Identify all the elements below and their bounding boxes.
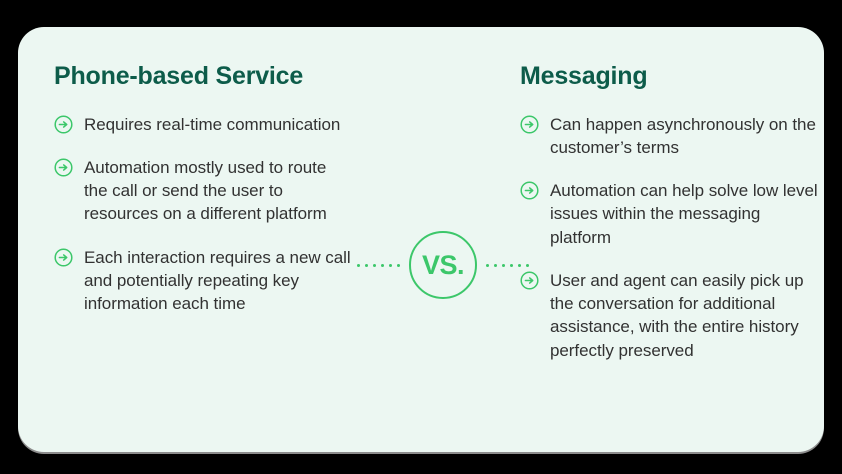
dot [357,263,360,267]
circled-arrow-right-icon [520,114,539,134]
comparison-card: Phone-based Service Requires real-time c… [18,27,824,452]
dot [397,263,400,267]
column-title-right: Messaging [520,62,648,90]
list-item: Each interaction requires a new call and… [54,246,354,316]
dot [486,263,489,267]
vs-circle-icon: VS. [409,231,477,299]
bullet-text: Automation can help solve low level issu… [550,181,818,247]
list-item: Automation can help solve low level issu… [520,179,825,249]
dot [365,263,368,267]
bullet-text: User and agent can easily pick up the co… [550,270,804,360]
list-item: Automation mostly used to route the call… [54,156,354,226]
dot [502,263,505,267]
bullet-list-right: Can happen asynchronously on the custome… [520,113,825,363]
dot [510,263,513,267]
list-item: User and agent can easily pick up the co… [520,269,825,362]
dot [526,263,529,267]
dot [518,263,521,267]
column-phone-based-service: Phone-based Service Requires real-time c… [54,62,354,316]
column-title-left: Phone-based Service [54,62,304,90]
column-messaging: Messaging Can happen asynchronously on t… [520,62,825,363]
bullet-text: Each interaction requires a new call and… [84,247,351,314]
bullet-list-left: Requires real-time communication Automat… [54,113,354,316]
circled-arrow-right-icon [54,114,73,134]
dotted-line-left [357,263,400,267]
circled-arrow-right-icon [54,158,73,177]
list-item: Requires real-time communication [54,113,354,136]
circled-arrow-right-icon [54,248,73,267]
dot [381,263,384,267]
dotted-line-right [486,263,529,267]
circled-arrow-right-icon [520,271,539,290]
circled-arrow-right-icon [520,181,539,200]
vs-divider: VS. [348,230,538,300]
comparison-columns: Phone-based Service Requires real-time c… [18,27,824,452]
vs-label: VS. [421,249,465,280]
bullet-text: Automation mostly used to route the call… [84,157,327,224]
dot [373,263,376,267]
list-item: Can happen asynchronously on the custome… [520,113,825,160]
bullet-text: Can happen asynchronously on the custome… [550,114,816,157]
dot [494,263,497,267]
dot [389,263,392,267]
bullet-text: Requires real-time communication [84,114,341,134]
